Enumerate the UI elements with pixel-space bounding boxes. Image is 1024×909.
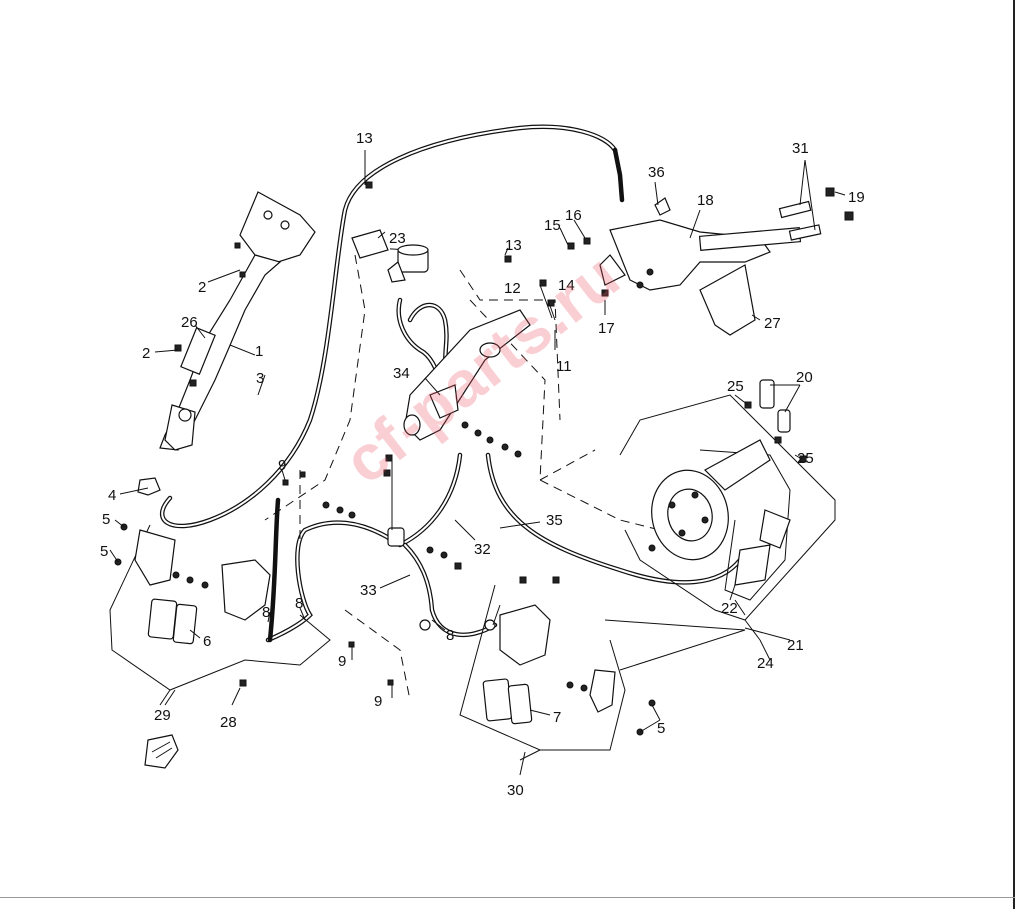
callout-32: 32 <box>474 541 491 558</box>
callout-8: 8 <box>295 595 303 612</box>
callout-25: 25 <box>727 378 744 395</box>
callout-23: 23 <box>389 230 406 247</box>
frame-border-right <box>1013 0 1015 909</box>
callout-14: 14 <box>558 277 575 294</box>
callout-5: 5 <box>657 720 665 737</box>
callout-2: 2 <box>198 279 206 296</box>
callout-19: 19 <box>848 189 865 206</box>
callout-13: 13 <box>356 130 373 147</box>
callout-16: 16 <box>565 207 582 224</box>
lever-assembly <box>567 187 854 336</box>
callout-30: 30 <box>507 782 524 799</box>
callout-5: 5 <box>100 543 108 560</box>
callout-26: 26 <box>181 314 198 331</box>
callout-28: 28 <box>220 714 237 731</box>
callout-12: 12 <box>504 280 521 297</box>
callout-9: 9 <box>338 653 346 670</box>
callout-8: 8 <box>446 627 454 644</box>
callout-2: 2 <box>142 345 150 362</box>
callout-17: 17 <box>598 320 615 337</box>
frame-border-bottom <box>0 897 1015 898</box>
leader-lines <box>109 150 846 776</box>
callout-8: 8 <box>262 604 270 621</box>
callout-36: 36 <box>648 164 665 181</box>
brake-line-junction <box>322 454 496 631</box>
callout-24: 24 <box>757 655 774 672</box>
callout-9: 9 <box>278 457 286 474</box>
brake-pedal-assembly <box>137 191 316 769</box>
callout-27: 27 <box>764 315 781 332</box>
callout-18: 18 <box>697 192 714 209</box>
front-left-caliper <box>114 471 306 687</box>
callout-13: 13 <box>505 237 522 254</box>
front-right-caliper <box>348 576 656 736</box>
callout-20: 20 <box>796 369 813 386</box>
callout-labels: 1 2 2 3 4 5 5 5 6 7 8 8 8 9 9 9 11 12 13… <box>100 130 865 799</box>
callout-31: 31 <box>792 140 809 157</box>
callout-25: 25 <box>797 450 814 467</box>
callout-6: 6 <box>203 633 211 650</box>
assembly-outlines <box>264 247 701 701</box>
group-frames <box>109 394 836 761</box>
callout-29: 29 <box>154 707 171 724</box>
callout-1: 1 <box>255 343 263 360</box>
callout-21: 21 <box>787 637 804 654</box>
callout-7: 7 <box>553 709 561 726</box>
callout-9: 9 <box>374 693 382 710</box>
master-cylinder-assembly <box>351 181 555 458</box>
callout-15: 15 <box>544 217 561 234</box>
callout-4: 4 <box>108 487 116 504</box>
callout-34: 34 <box>393 365 410 382</box>
callout-22: 22 <box>721 600 738 617</box>
callout-33: 33 <box>360 582 377 599</box>
callout-35: 35 <box>546 512 563 529</box>
disc-brake-assembly <box>648 379 807 586</box>
callout-11: 11 <box>556 358 572 375</box>
callout-3: 3 <box>256 370 264 387</box>
callout-5: 5 <box>102 511 110 528</box>
